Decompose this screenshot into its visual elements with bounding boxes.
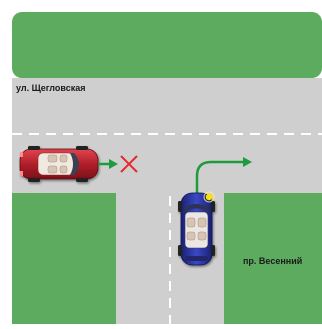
- street-label-vesen: пр. Весенний: [243, 256, 302, 266]
- grass-bottom-left: [12, 193, 116, 324]
- blue-car: [178, 193, 215, 265]
- grass-top: [12, 12, 322, 78]
- red-car: [20, 146, 98, 182]
- street-label-shchegl: ул. Щегловская: [16, 83, 85, 93]
